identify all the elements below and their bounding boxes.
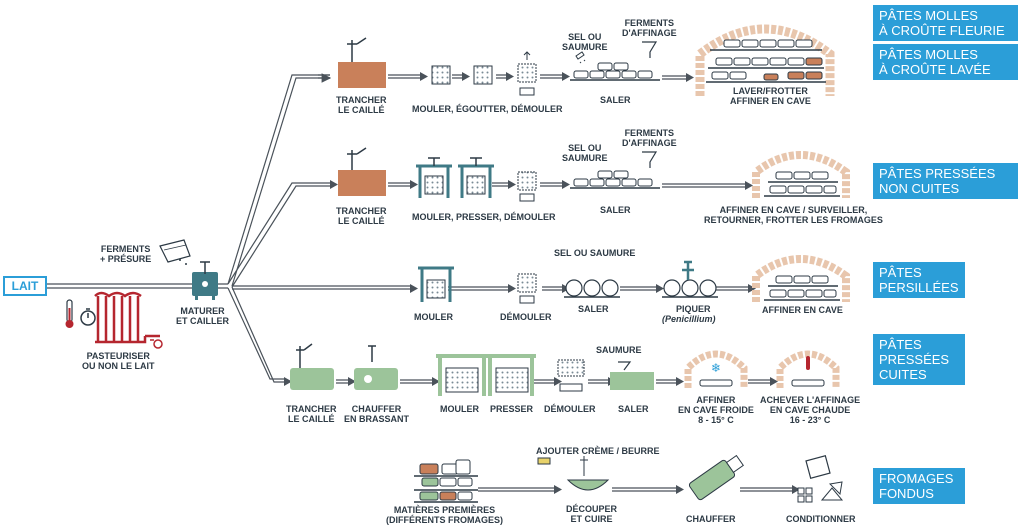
- row5-chauffer-label: CHAUFFER: [686, 514, 736, 524]
- row3-graphics: [418, 255, 850, 304]
- row4-saumure-label: SAUMURE: [596, 345, 642, 355]
- row2-ferments-label: FERMENTS D'AFFINAGE: [622, 128, 677, 148]
- row1-saler-label: SALER: [600, 95, 631, 105]
- row3-piquer-label: PIQUER: [676, 304, 711, 314]
- category-persillees: PÂTES PERSILLÉES: [873, 262, 965, 298]
- row4-affiner-froide-label: AFFINER EN CAVE FROIDE 8 - 15° C: [678, 395, 754, 425]
- category-pressees-non-cuites: PÂTES PRESSÉES NON CUITES: [873, 163, 1018, 199]
- row4-trancher-label: TRANCHER LE CAILLÉ: [286, 404, 337, 424]
- stopwatch-icon: [80, 308, 96, 326]
- ferments-sachet-icon: [159, 239, 191, 265]
- maturation-vat-icon: [192, 261, 218, 300]
- row1-mouler-label: MOULER, ÉGOUTTER, DÉMOULER: [412, 104, 563, 114]
- row1-ferments-label: FERMENTS D'AFFINAGE: [622, 18, 677, 38]
- ferments-presure-label: FERMENTS + PRÉSURE: [100, 244, 152, 264]
- row4-mouler-label: MOULER: [440, 404, 479, 414]
- row5-matieres-label: MATIÈRES PREMIÈRES (DIFFÉRENTS FROMAGES): [386, 505, 503, 525]
- category-pressees-cuites: PÂTES PRESSÉES CUITES: [873, 334, 965, 385]
- valve-icon: [150, 339, 163, 349]
- row4-saler-label: SALER: [618, 404, 649, 414]
- row3-demouler-label: DÉMOULER: [500, 312, 552, 322]
- row3-sel-label: SEL OU SAUMURE: [554, 248, 636, 258]
- row1-trancher-label: TRANCHER LE CAILLÉ: [336, 95, 387, 115]
- category-fondus: FROMAGES FONDUS: [873, 468, 965, 504]
- row1-affiner-label: LAVER/FROTTER AFFINER EN CAVE: [730, 86, 811, 106]
- svg-text:❄: ❄: [711, 361, 721, 375]
- arrow-heads: [284, 72, 800, 494]
- row4-achever-label: ACHEVER L'AFFINAGE EN CAVE CHAUDE 16 - 2…: [760, 395, 861, 425]
- row2-saler-label: SALER: [600, 205, 631, 215]
- thermometer-icon: [65, 299, 74, 328]
- row3-penicillium-label: (Penicillium): [662, 314, 716, 324]
- row5-conditionner-label: CONDITIONNER: [786, 514, 856, 524]
- row1-sel-label: SEL OU SAUMURE: [562, 32, 608, 52]
- category-molles-fleurie: PÂTES MOLLES À CROÛTE FLEURIE: [873, 5, 1018, 41]
- row2-graphics: [338, 147, 850, 202]
- row2-sel-label: SEL OU SAUMURE: [562, 143, 608, 163]
- row2-mouler-label: MOULER, PRESSER, DÉMOULER: [412, 212, 556, 222]
- flow-lines: [47, 74, 410, 383]
- row4-graphics: ❄: [290, 343, 840, 396]
- maturer-label: MATURER ET CAILLER: [176, 306, 229, 326]
- row5-graphics: [414, 454, 844, 503]
- lait-start-label: LAIT: [3, 276, 47, 296]
- row3-affiner-label: AFFINER EN CAVE: [762, 305, 843, 315]
- row4-presser-label: PRESSER: [490, 404, 534, 414]
- pasteuriser-label: PASTEURISER OU NON LE LAIT: [82, 351, 155, 371]
- row1-graphics: [338, 24, 835, 96]
- row3-saler-label: SALER: [578, 304, 609, 314]
- row4-demouler-label: DÉMOULER: [544, 404, 596, 414]
- pasteuriser-icon: [94, 291, 160, 344]
- row3-mouler-label: MOULER: [414, 312, 453, 322]
- row5-ajouter-label: AJOUTER CRÈME / BEURRE: [536, 446, 660, 456]
- row4-chauffer-label: CHAUFFER EN BRASSANT: [344, 404, 410, 424]
- row5-decouper-label: DÉCOUPER ET CUIRE: [566, 504, 618, 524]
- row2-trancher-label: TRANCHER LE CAILLÉ: [336, 206, 387, 226]
- step-arrows: [318, 75, 792, 492]
- category-molles-lavee: PÂTES MOLLES À CROÛTE LAVÉE: [873, 44, 1018, 80]
- row2-affiner-label: AFFINER EN CAVE / SURVEILLER, RETOURNER,…: [704, 205, 883, 225]
